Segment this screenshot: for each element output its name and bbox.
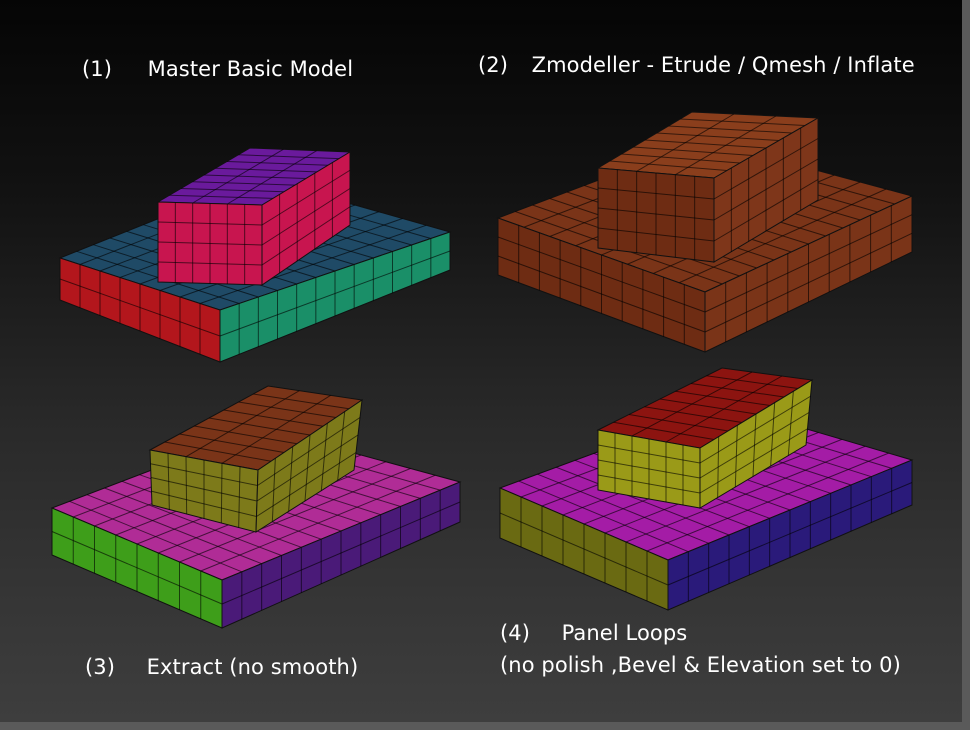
m4-base-right-gridline bbox=[667, 482, 913, 586]
m4-base-top-gridline bbox=[625, 445, 866, 543]
m1-box-right-gridline bbox=[261, 169, 351, 226]
m1-box-top-gridline bbox=[192, 181, 296, 186]
m1-box-right-gridline bbox=[261, 206, 351, 266]
m1-box-top-gridline bbox=[203, 174, 307, 179]
m3-base-top-gridline bbox=[200, 474, 436, 572]
m1-base-left-gridline bbox=[59, 278, 221, 337]
m3-box-top-gridline bbox=[253, 393, 350, 410]
caption-3-title: Extract (no smooth) bbox=[146, 655, 359, 679]
m4-box-front-gridline bbox=[597, 444, 701, 464]
m1-box-top-gridline bbox=[227, 150, 317, 205]
m4-box-top-gridline bbox=[690, 383, 785, 398]
m2-base-left-gridline bbox=[497, 255, 706, 333]
m1-base-right-gridline bbox=[219, 250, 451, 337]
m1-box-right bbox=[261, 151, 351, 286]
m3-base-left-gridline bbox=[51, 531, 223, 605]
m1-box-top-gridline bbox=[215, 167, 318, 173]
model-1-master-basic bbox=[58, 147, 452, 363]
m3-box-top-gridline bbox=[164, 441, 272, 462]
caption-1-title: Master Basic Model bbox=[147, 57, 354, 81]
m2-box-top-gridline bbox=[609, 160, 728, 171]
caption-1: (1) Master Basic Model bbox=[82, 54, 353, 84]
m4-box-top-gridline bbox=[675, 390, 771, 406]
m1-box-top-gridline bbox=[238, 154, 340, 160]
caption-3: (3) Extract (no smooth) bbox=[85, 652, 358, 682]
m1-base-top-gridline bbox=[199, 224, 427, 304]
m3-box-front-gridline bbox=[151, 490, 257, 517]
m4-base-left-gridline bbox=[499, 512, 669, 586]
caption-4: (4) Panel Loops bbox=[500, 618, 687, 648]
caption-2-number: (2) bbox=[478, 53, 509, 77]
m2-base-top-gridline bbox=[678, 188, 887, 284]
m1-box-top-gridline bbox=[169, 194, 274, 199]
caption-4-subtitle: (no polish ,Bevel & Elevation set to 0) bbox=[500, 653, 901, 677]
m3-box-top-gridline bbox=[179, 433, 285, 453]
m2-base-right-gridline bbox=[704, 214, 913, 313]
m4-box-top-gridline bbox=[706, 375, 799, 389]
m3-base-top-gridline bbox=[179, 468, 411, 563]
m1-box-top-gridline bbox=[180, 188, 285, 193]
m2-box-top-gridline bbox=[621, 153, 741, 164]
m4-box-right-gridline bbox=[699, 395, 811, 464]
m2-box-top-gridline bbox=[675, 115, 777, 176]
m2-box-front-gridline bbox=[597, 187, 715, 200]
caption-3-number: (3) bbox=[85, 655, 116, 679]
m3-box-top-gridline bbox=[208, 417, 311, 436]
m2-box-top-gridline bbox=[680, 118, 806, 126]
m3-box-right-gridline bbox=[257, 417, 361, 486]
m3-box-top-gridline bbox=[221, 394, 331, 464]
m3-base-right-gridline bbox=[221, 501, 461, 605]
caption-2: (2) Zmodeller - Etrude / Qmesh / Inflate bbox=[478, 50, 915, 80]
m4-box-top-gridline bbox=[628, 414, 729, 432]
m3-box-front-gridline bbox=[150, 477, 258, 502]
m3-box-front-gridline bbox=[150, 463, 258, 486]
m4-box-right-gridline bbox=[699, 428, 808, 494]
m1-box-front-gridline bbox=[157, 261, 263, 266]
m3-box-top-gridline bbox=[194, 425, 298, 445]
m4-box-front-gridline bbox=[597, 474, 701, 494]
m2-box-top-gridline bbox=[636, 113, 735, 172]
m2-box-right-gridline bbox=[713, 138, 819, 200]
m3-box-top-gridline bbox=[223, 409, 324, 427]
m4-box-top-gridline bbox=[659, 398, 757, 415]
m4-base-top-gridline bbox=[646, 452, 889, 552]
m2-box-front-gridline bbox=[597, 227, 715, 242]
model-3-extract bbox=[50, 385, 462, 629]
m1-box-right-gridline bbox=[261, 188, 351, 246]
m4-box-top-gridline bbox=[665, 375, 783, 443]
caption-2-title: Zmodeller - Etrude / Qmesh / Inflate bbox=[531, 53, 915, 77]
model-4-panel-loops bbox=[498, 367, 914, 611]
m2-box-front-gridline bbox=[597, 207, 715, 221]
m3-box-right-gridline bbox=[256, 434, 359, 502]
m1-box-top-gridline bbox=[192, 148, 284, 204]
caption-1-number: (1) bbox=[82, 57, 113, 81]
m1-box-front-gridline bbox=[157, 221, 263, 226]
m2-box-top-gridline bbox=[644, 139, 767, 149]
m3-box-right-gridline bbox=[256, 452, 357, 517]
m4-box-top-gridline bbox=[631, 371, 753, 437]
m2-box-top-gridline bbox=[656, 132, 780, 141]
m2-base-right-gridline bbox=[704, 232, 913, 333]
model-2-zmodeller bbox=[496, 111, 914, 353]
m2-box-top-gridline bbox=[633, 146, 754, 156]
m1-box-top-gridline bbox=[226, 161, 329, 166]
m4-box-front-gridline bbox=[597, 459, 701, 479]
m2-box-right-gridline bbox=[713, 158, 819, 221]
m2-box-right-gridline bbox=[713, 179, 819, 242]
caption-4-number: (4) bbox=[500, 621, 531, 645]
m3-box-top-gridline bbox=[238, 401, 337, 418]
m4-box-top-gridline bbox=[613, 421, 715, 440]
m4-box-top-gridline bbox=[644, 406, 743, 423]
m4-box-right-gridline bbox=[699, 412, 810, 479]
m3-box-top-gridline bbox=[185, 390, 300, 458]
m2-box-top-gridline bbox=[668, 125, 793, 134]
m2-base-left-gridline bbox=[497, 236, 706, 313]
m1-box-front-gridline bbox=[157, 241, 263, 246]
caption-4-title: Panel Loops bbox=[561, 621, 688, 645]
